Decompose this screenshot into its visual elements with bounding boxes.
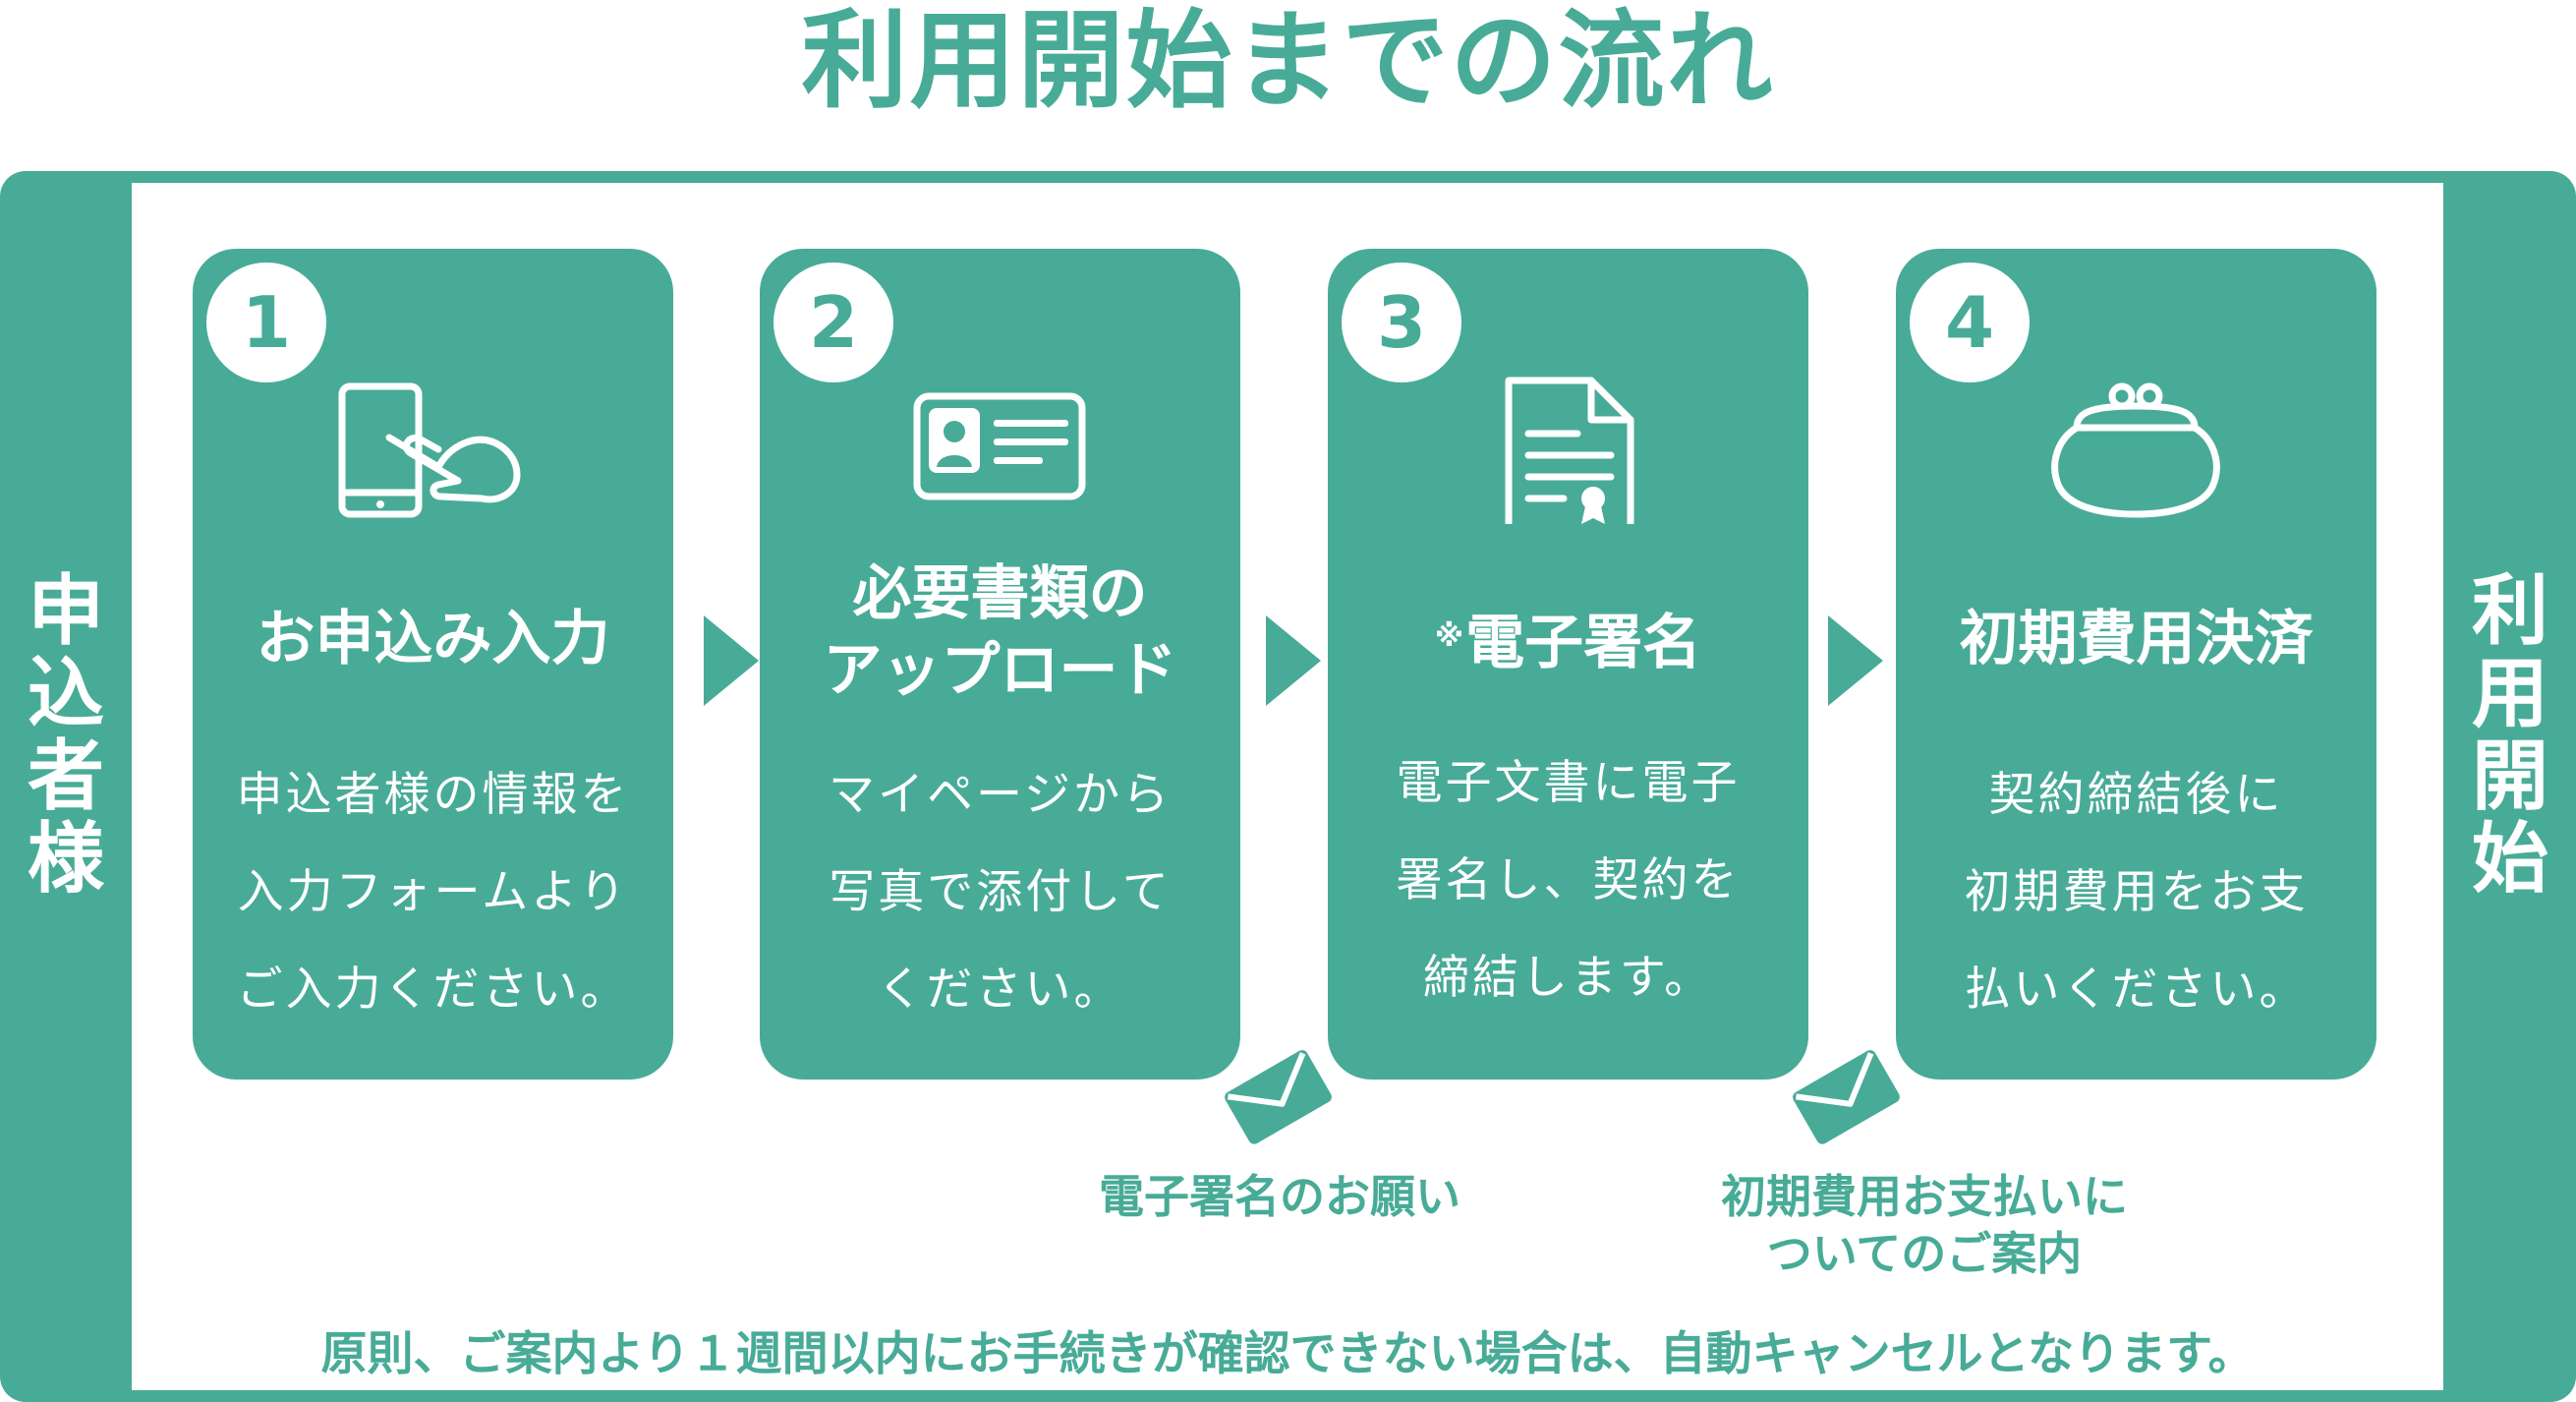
step-description: 契約締結後に 初期費用をお支 払いください。: [1896, 746, 2376, 1038]
step-description: 電子文書に電子 署名し、契約を 締結します。: [1328, 734, 1808, 1026]
step-title-line: お申込み入力: [256, 605, 610, 673]
flow-arrow-icon: [1266, 615, 1321, 706]
step-description-line: 初期費用をお支: [1964, 865, 2309, 919]
side-label-char: 込: [27, 650, 104, 738]
step-card-3: 3 ※電子署名 電子文書に電子 署名し、契約を 締結します。: [1328, 249, 1808, 1080]
step-number-badge: 3: [1342, 263, 1461, 382]
coin-purse-icon: [1896, 377, 2376, 524]
step-description-line: 払いください。: [1964, 963, 2309, 1017]
side-label-applicant: 申 込 者 様: [0, 570, 132, 901]
step-title: ※電子署名: [1328, 605, 1808, 681]
note-label-line: ついてのご案内: [1766, 1227, 2083, 1280]
side-label-char: 用: [2471, 650, 2548, 738]
side-label-char: 始: [2471, 815, 2548, 904]
step-title-line: アップロード: [823, 636, 1177, 705]
step-description-line: 入力フォームより: [237, 865, 629, 919]
side-label-start-of-use: 利 用 開 始: [2444, 570, 2576, 901]
certificate-document-icon: [1328, 377, 1808, 538]
step-description-line: 契約締結後に: [1988, 768, 2284, 822]
flow-arrow-icon: [704, 615, 759, 706]
step-card-4: 4 初期費用決済 契約締結後に 初期費用をお支 払いください。: [1896, 249, 2376, 1080]
step-description-line: 申込者様の情報を: [236, 768, 630, 822]
side-label-char: 利: [2471, 567, 2548, 656]
side-label-char: 申: [27, 567, 104, 656]
step-description-line: 署名し、契約を: [1396, 853, 1741, 907]
id-card-icon: [760, 377, 1240, 524]
step-description-line: ご入力ください。: [236, 963, 630, 1017]
step-title-line: 必要書類の: [852, 559, 1148, 628]
envelope-icon: [1219, 1042, 1337, 1150]
note-asterisk: ※: [1434, 619, 1464, 654]
envelope-icon: [1787, 1042, 1905, 1150]
side-label-char: 様: [27, 815, 104, 904]
step-description: 申込者様の情報を 入力フォームより ご入力ください。: [193, 746, 673, 1038]
step-description-line: 写真で添付して: [829, 865, 1172, 919]
page-title: 利用開始までの流れ: [801, 0, 1775, 123]
step-title: 初期費用決済: [1896, 601, 2376, 677]
step-description-line: 締結します。: [1422, 951, 1714, 1005]
step-number-badge: 4: [1910, 263, 2030, 382]
step-title: お申込み入力: [193, 601, 673, 677]
note-label-line: 電子署名のお願い: [1099, 1170, 1460, 1223]
step-number-badge: 2: [773, 263, 893, 382]
note-label-line: 初期費用お支払いに: [1721, 1170, 2128, 1223]
step-title-line: 初期費用決済: [1959, 605, 2314, 673]
step-description-line: ください。: [877, 963, 1123, 1017]
step-title-line: 電子署名: [1465, 609, 1702, 677]
note-label-signature-request: 電子署名のお願い: [1024, 1168, 1535, 1225]
footer-note: 原則、ご案内より１週間以内にお手続きが確認できない場合は、自動キャンセルとなりま…: [320, 1327, 2255, 1381]
step-description-line: マイページから: [828, 768, 1173, 822]
step-card-1: 1 お申込み入力 申込者様の情報を 入力フォームより ご入力ください。: [193, 249, 673, 1080]
step-description: マイページから 写真で添付して ください。: [760, 746, 1240, 1038]
flow-arrow-icon: [1828, 615, 1883, 706]
step-title: 必要書類の アップロード: [760, 555, 1240, 709]
side-label-char: 開: [2471, 732, 2548, 821]
tablet-touch-icon: [193, 377, 673, 524]
step-description-line: 電子文書に電子: [1396, 756, 1741, 810]
step-number-badge: 1: [206, 263, 326, 382]
side-label-char: 者: [27, 732, 104, 821]
note-label-payment-guide: 初期費用お支払いに ついてのご案内: [1669, 1168, 2180, 1282]
step-card-2: 2 必要書類の アップロード マイページから 写真で添付して ください。: [760, 249, 1240, 1080]
